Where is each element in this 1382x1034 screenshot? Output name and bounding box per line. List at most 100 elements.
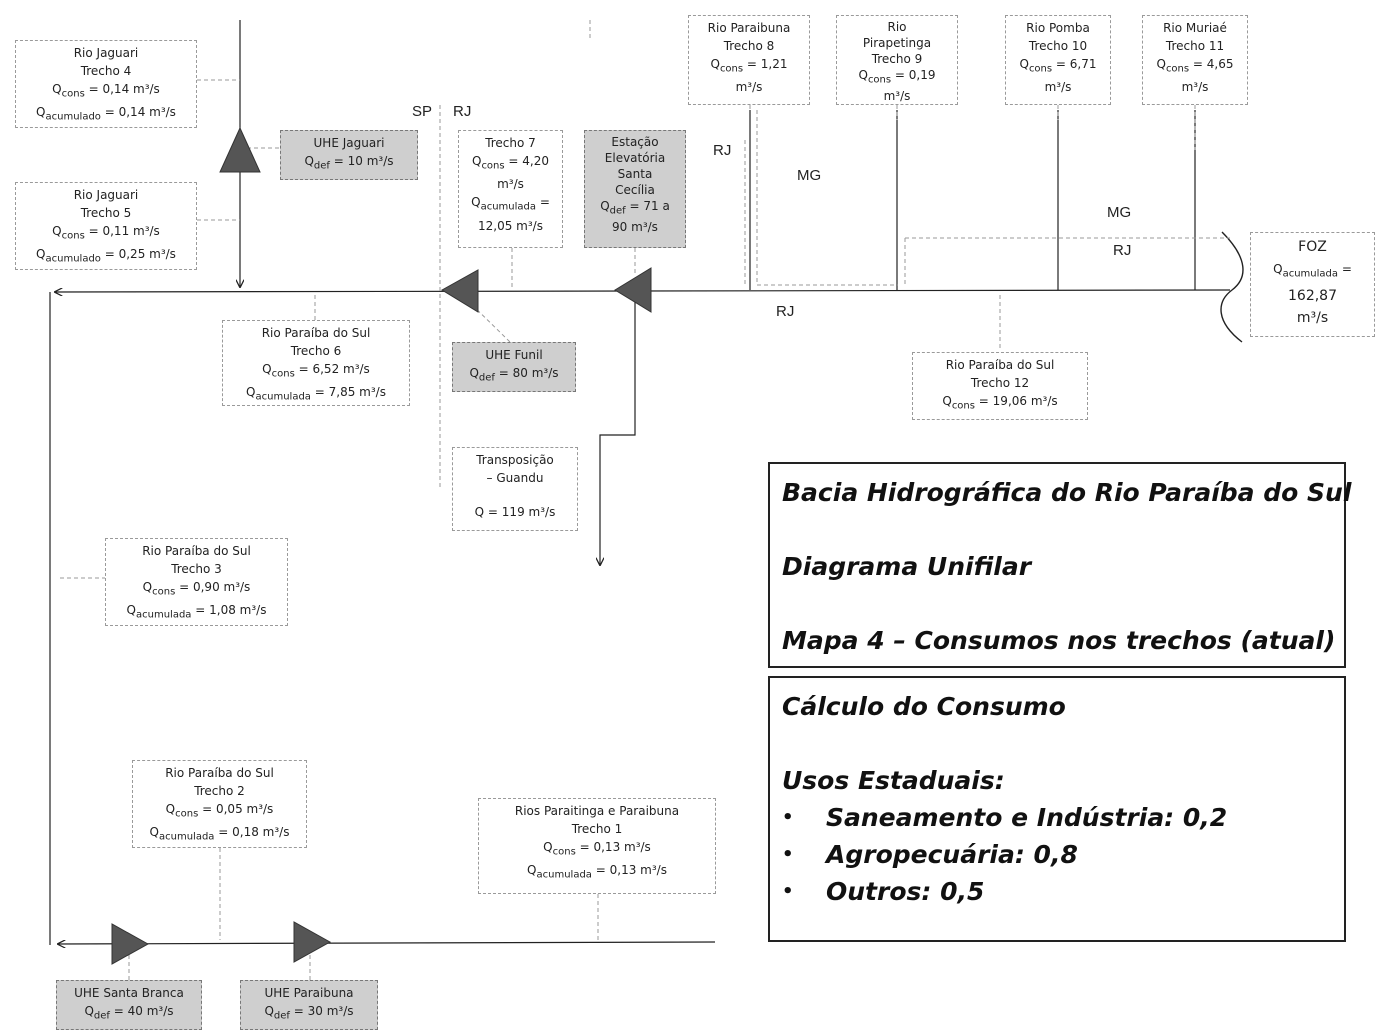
- foz-brace: [1220, 231, 1244, 343]
- box-unit: m³/s: [1044, 80, 1072, 95]
- calc-item-text: Saneamento e Indústria: 0,2: [826, 803, 1228, 832]
- box-qacum: Qacumulada = 1,08 m³/s: [126, 603, 267, 621]
- box-qcons: Qcons = 0,11 m³/s: [52, 224, 160, 242]
- calc-item-text: Agropecuária: 0,8: [826, 840, 1078, 869]
- box-trecho: Trecho 7: [485, 136, 536, 150]
- box-qcons: Qcons = 0,05 m³/s: [165, 802, 274, 820]
- box-uhe-santa-branca: UHE Santa Branca Qdef = 40 m³/s: [56, 980, 202, 1030]
- box-name: UHE Jaguari: [313, 136, 385, 150]
- dam-estacao-icon: [614, 267, 652, 313]
- box-name: Rio Jaguari: [73, 188, 139, 202]
- box-jaguari-trecho5: Rio Jaguari Trecho 5 Qcons = 0,11 m³/s Q…: [15, 182, 197, 270]
- calc-panel: Cálculo do Consumo Usos Estaduais: •Sane…: [768, 676, 1346, 942]
- box-paraibuna-trecho8: Rio Paraibuna Trecho 8 Qcons = 1,21 m³/s: [688, 15, 810, 105]
- box-name: Rio Muriaé: [1163, 21, 1227, 35]
- box-transposicao-guandu: Transposição – Guandu Q = 119 m³/s: [452, 447, 578, 531]
- title-line-2: Diagrama Unifilar: [782, 552, 1032, 581]
- title-panel: Bacia Hidrográfica do Rio Paraíba do Sul…: [768, 462, 1351, 668]
- bottom-river-line: [58, 942, 716, 944]
- title-line-3: Mapa 4 – Consumos nos trechos (atual): [782, 626, 1336, 655]
- box-qcons: Qcons = 0,13 m³/s: [543, 840, 651, 858]
- box-q: Q = 119 m³/s: [474, 505, 556, 519]
- box-qcons: Qcons = 4,65: [1156, 57, 1234, 75]
- state-label-rj-top: RJ: [453, 103, 472, 120]
- box-trecho: Trecho 4: [80, 64, 132, 78]
- box-trecho: Trecho 12: [970, 376, 1030, 390]
- box-trecho2: Rio Paraíba do Sul Trecho 2 Qcons = 0,05…: [132, 760, 307, 848]
- box-trecho: Trecho 8: [723, 39, 775, 53]
- box-muriae-trecho11: Rio Muriaé Trecho 11 Qcons = 4,65 m³/s: [1142, 15, 1248, 105]
- box-foz: FOZ Qacumulada = 162,87 m³/s: [1250, 232, 1375, 337]
- box-val: 162,87: [1288, 288, 1337, 305]
- box-qacum: Qacumulada = 0,18 m³/s: [149, 825, 290, 843]
- box-qcons: Qcons = 19,06 m³/s: [942, 394, 1058, 412]
- box-trecho: Trecho 6: [290, 344, 342, 358]
- box-name: Rio Paraíba do Sul: [261, 326, 371, 340]
- dam-uhe-paraibuna-icon: [293, 921, 332, 963]
- bullet-icon: •: [782, 881, 794, 902]
- box-unit: m³/s: [1181, 80, 1209, 95]
- box-unit: m³/s: [1296, 310, 1329, 327]
- box-trecho1: Rios Paraitinga e Paraibuna Trecho 1 Qco…: [478, 798, 716, 894]
- bullet-icon: •: [782, 807, 794, 828]
- box-qdef: Qdef = 10 m³/s: [304, 154, 394, 172]
- box-qcons: Qcons = 6,52 m³/s: [262, 362, 370, 380]
- box-name: Rio Paraíba do Sul: [945, 358, 1055, 372]
- box-qacum: Qacumulada =: [471, 195, 550, 213]
- box-trecho: Trecho 10: [1028, 39, 1088, 53]
- state-label-rj-mid: RJ: [1113, 242, 1132, 259]
- box-name: FOZ: [1298, 239, 1327, 255]
- box-unit: m³/s: [497, 177, 524, 192]
- box-name: UHE Santa Branca: [74, 986, 184, 1000]
- box-line: Santa: [617, 167, 653, 181]
- box-qdef: Qdef = 30 m³/s: [264, 1004, 354, 1022]
- box-pomba-trecho10: Rio Pomba Trecho 10 Qcons = 6,71 m³/s: [1005, 15, 1111, 105]
- box-trecho: Trecho 1: [571, 822, 623, 836]
- box-line: Cecília: [615, 183, 655, 197]
- box-qacum: Qacumulada = 0,13 m³/s: [527, 863, 667, 881]
- box-name: Rio Paraíba do Sul: [142, 544, 251, 558]
- dam-uhe-jaguari-icon: [219, 126, 261, 173]
- state-label-rj-left: RJ: [713, 142, 732, 159]
- box-qacum-val: 12,05 m³/s: [478, 218, 543, 233]
- box-name2: Pirapetinga: [862, 36, 932, 50]
- box-qdef: Qdef = 40 m³/s: [84, 1004, 174, 1022]
- box-name: Rios Paraitinga e Paraibuna: [514, 804, 680, 818]
- box-qcons: Qcons = 0,19: [858, 68, 936, 86]
- box-trecho3: Rio Paraíba do Sul Trecho 3 Qcons = 0,90…: [105, 538, 288, 626]
- box-trecho7: Trecho 7 Qcons = 4,20 m³/s Qacumulada = …: [458, 130, 563, 248]
- calc-item: • Outros: 0,5: [782, 873, 1332, 910]
- box-trecho: Trecho 3: [171, 562, 222, 576]
- box-pirapetinga-trecho9: Rio Pirapetinga Trecho 9 Qcons = 0,19 m³…: [836, 15, 958, 105]
- calc-item-text: Outros: 0,5: [826, 877, 985, 906]
- box-qcons: Qcons = 4,20: [471, 154, 550, 172]
- box-line: Estação: [611, 135, 659, 149]
- box-qdef: Qdef = 80 m³/s: [469, 366, 559, 384]
- box-qacum: Qacumulado = 0,25 m³/s: [36, 247, 176, 265]
- box-qcons: Qcons = 6,71: [1019, 57, 1097, 75]
- state-label-rj-bottom: RJ: [776, 303, 795, 320]
- calc-item: • Saneamento e Indústria: 0,2: [782, 799, 1332, 836]
- box-trecho: Trecho 5: [80, 206, 132, 220]
- box-line: Elevatória: [604, 151, 666, 165]
- box-uhe-funil: UHE Funil Qdef = 80 m³/s: [452, 342, 576, 392]
- calc-subheading: Usos Estaduais:: [782, 766, 1005, 795]
- calc-item: • Agropecuária: 0,8: [782, 836, 1332, 873]
- box-uhe-paraibuna: UHE Paraibuna Qdef = 30 m³/s: [240, 980, 378, 1030]
- bullet-icon: •: [782, 844, 794, 865]
- box-qcons: Qcons = 0,14 m³/s: [52, 82, 160, 100]
- box-name: Rio Pomba: [1026, 21, 1090, 35]
- state-label-mg-2: MG: [1107, 204, 1132, 221]
- box-line: Transposição: [476, 453, 554, 467]
- dam-uhe-santa-branca-icon: [111, 923, 150, 965]
- box-qcons: Qcons = 0,90 m³/s: [142, 580, 251, 598]
- box-jaguari-trecho4: Rio Jaguari Trecho 4 Qcons = 0,14 m³/s Q…: [15, 40, 197, 128]
- box-trecho6: Rio Paraíba do Sul Trecho 6 Qcons = 6,52…: [222, 320, 410, 406]
- box-uhe-jaguari: UHE Jaguari Qdef = 10 m³/s: [280, 130, 418, 180]
- box-qacum: Qacumulada =: [1273, 262, 1352, 280]
- dam-uhe-funil-icon: [441, 269, 479, 313]
- box-trecho: Trecho 2: [194, 784, 245, 798]
- state-label-mg-1: MG: [797, 167, 822, 184]
